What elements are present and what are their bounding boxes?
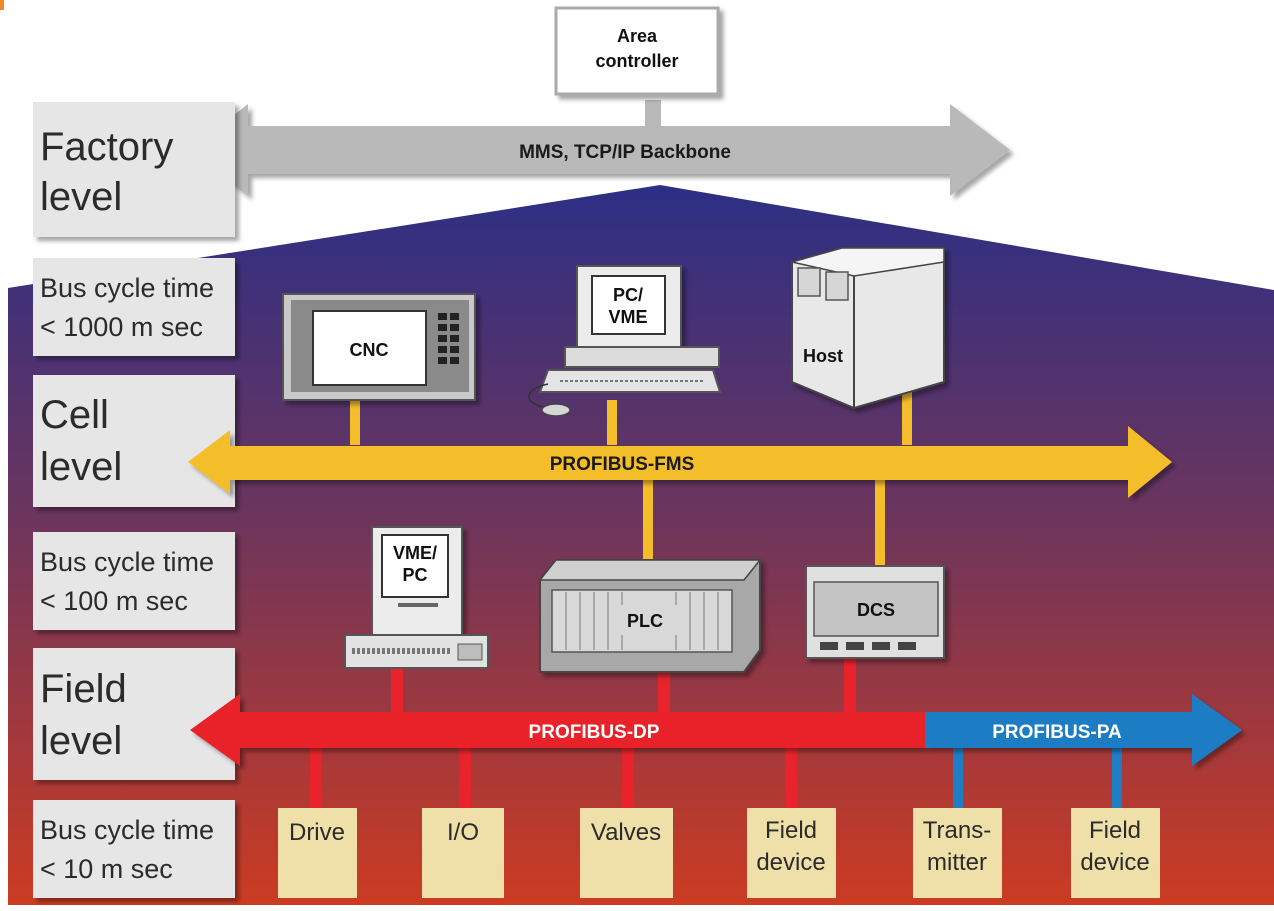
plc-device: PLC xyxy=(538,559,762,673)
cycle-1000-line2: < 1000 m sec xyxy=(40,312,203,342)
vme-pc-line1: VME/ xyxy=(393,543,437,563)
fms-label: PROFIBUS-FMS xyxy=(550,454,695,475)
dcs-label: DCS xyxy=(857,600,895,620)
area-controller-box: Area controller xyxy=(554,6,720,96)
vme-pc-line2: PC xyxy=(402,565,427,585)
cycle-100-line2: < 100 m sec xyxy=(40,586,188,616)
field-level-line2: level xyxy=(40,719,122,763)
cycle-1000-line1: Bus cycle time xyxy=(40,273,214,303)
factory-level-line1: Factory xyxy=(40,125,173,169)
field-box-drive: Drive xyxy=(278,808,357,898)
dp-connectors xyxy=(310,655,856,808)
field-level-box: Field level xyxy=(33,648,235,780)
host-label: Host xyxy=(803,346,843,366)
io-label: I/O xyxy=(447,819,479,846)
drive-label: Drive xyxy=(289,819,345,846)
pa-connectors xyxy=(953,748,1122,808)
fms-connectors xyxy=(350,385,912,565)
host-device: Host xyxy=(791,247,945,410)
dp-label: PROFIBUS-DP xyxy=(529,722,660,743)
backbone-bus: MMS, TCP/IP Backbone xyxy=(190,104,1010,196)
field-device-1-line1: Field xyxy=(765,817,817,844)
factory-level-box: Factory level xyxy=(33,102,235,237)
area-controller-line1: Area xyxy=(617,26,658,46)
cycle-10-box: Bus cycle time < 10 m sec xyxy=(33,800,235,898)
pc-vme-line1: PC/ xyxy=(613,285,643,305)
cycle-1000-box: Bus cycle time < 1000 m sec xyxy=(33,258,235,356)
area-controller-line2: controller xyxy=(595,51,678,71)
factory-level-line2: level xyxy=(40,175,122,219)
field-box-io: I/O xyxy=(422,808,504,898)
plc-label: PLC xyxy=(627,611,663,631)
pc-vme-line2: VME xyxy=(608,307,647,327)
field-device-2-line2: device xyxy=(1080,849,1149,876)
cycle-100-line1: Bus cycle time xyxy=(40,547,214,577)
field-box-field-device-2: Field device xyxy=(1071,808,1160,898)
cycle-10-line1: Bus cycle time xyxy=(40,815,214,845)
cell-level-box: Cell level xyxy=(33,375,235,507)
transmitter-line2: mitter xyxy=(927,849,987,876)
cnc-label: CNC xyxy=(350,340,389,360)
field-box-valves: Valves xyxy=(580,808,673,898)
field-level-line1: Field xyxy=(40,667,127,711)
cycle-10-line2: < 10 m sec xyxy=(40,854,173,884)
dp-pa-bus: PROFIBUS-DP PROFIBUS-PA xyxy=(190,694,1242,766)
backbone-label: MMS, TCP/IP Backbone xyxy=(519,142,731,163)
cnc-device: CNC xyxy=(282,293,476,401)
field-box-field-device-1: Field device xyxy=(747,808,836,898)
cell-level-line2: level xyxy=(40,445,122,489)
transmitter-line1: Trans- xyxy=(923,817,991,844)
corner-mark xyxy=(0,0,4,10)
field-device-2-line1: Field xyxy=(1089,817,1141,844)
field-device-1-line2: device xyxy=(756,849,825,876)
valves-label: Valves xyxy=(591,819,661,846)
field-box-transmitter: Trans- mitter xyxy=(913,808,1002,898)
fms-bus: PROFIBUS-FMS xyxy=(188,426,1172,498)
dcs-device: DCS xyxy=(805,565,945,659)
cell-level-line1: Cell xyxy=(40,393,109,437)
vme-pc-device: VME/ PC xyxy=(344,526,489,669)
pc-vme-device: PC/ VME xyxy=(528,265,722,417)
cycle-100-box: Bus cycle time < 100 m sec xyxy=(33,532,235,630)
bottom-rule xyxy=(0,905,1274,911)
pa-label: PROFIBUS-PA xyxy=(992,722,1122,743)
